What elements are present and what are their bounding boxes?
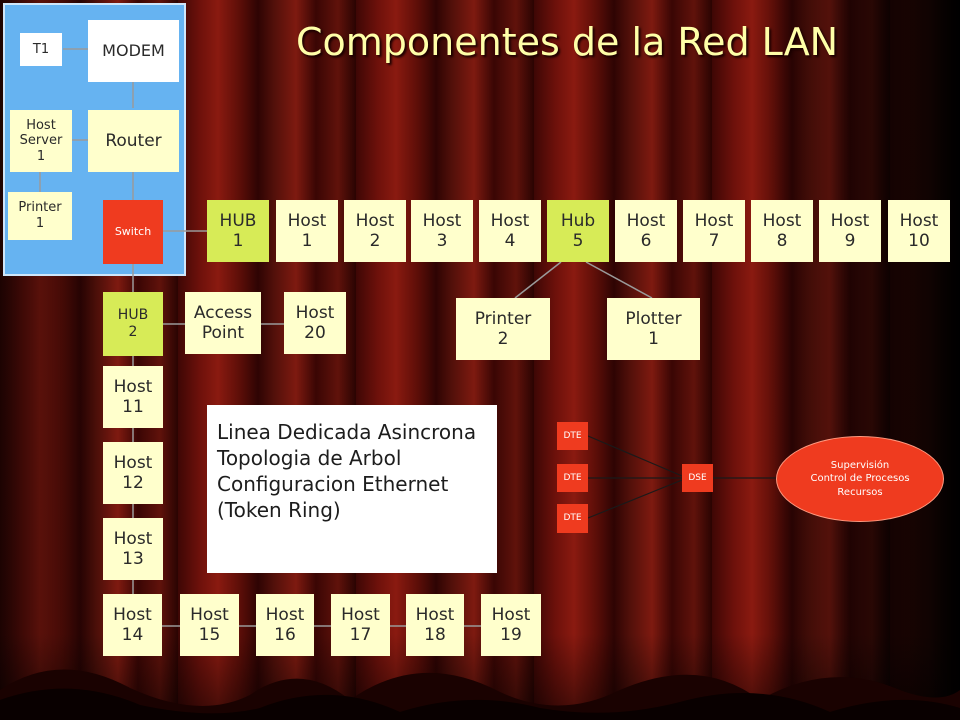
note-line: Topologia de Arbol	[217, 446, 402, 470]
router-node: Router	[88, 110, 179, 172]
dte-node-3: DTE	[557, 504, 588, 533]
switch-node: Switch	[103, 200, 163, 264]
network-notes: Linea Dedicada Asincrona Topologia de Ar…	[207, 405, 497, 573]
dte-node-1: DTE	[557, 422, 588, 450]
note-line: Configuracion Ethernet	[217, 472, 449, 496]
page-title: Componentes de la Red LAN	[296, 20, 839, 64]
host-server-1-node: Host Server 1	[10, 110, 72, 172]
supervision-node: Supervisión Control de Procesos Recursos	[776, 436, 944, 522]
modem-node: MODEM	[88, 20, 179, 82]
dse-node: DSE	[682, 464, 713, 492]
note-line: (Token Ring)	[217, 498, 341, 522]
printer-1-node: Printer 1	[8, 192, 72, 240]
note-line: Linea Dedicada Asincrona	[217, 420, 477, 444]
dte-node-2: DTE	[557, 464, 588, 492]
t1-node: T1	[20, 33, 62, 66]
